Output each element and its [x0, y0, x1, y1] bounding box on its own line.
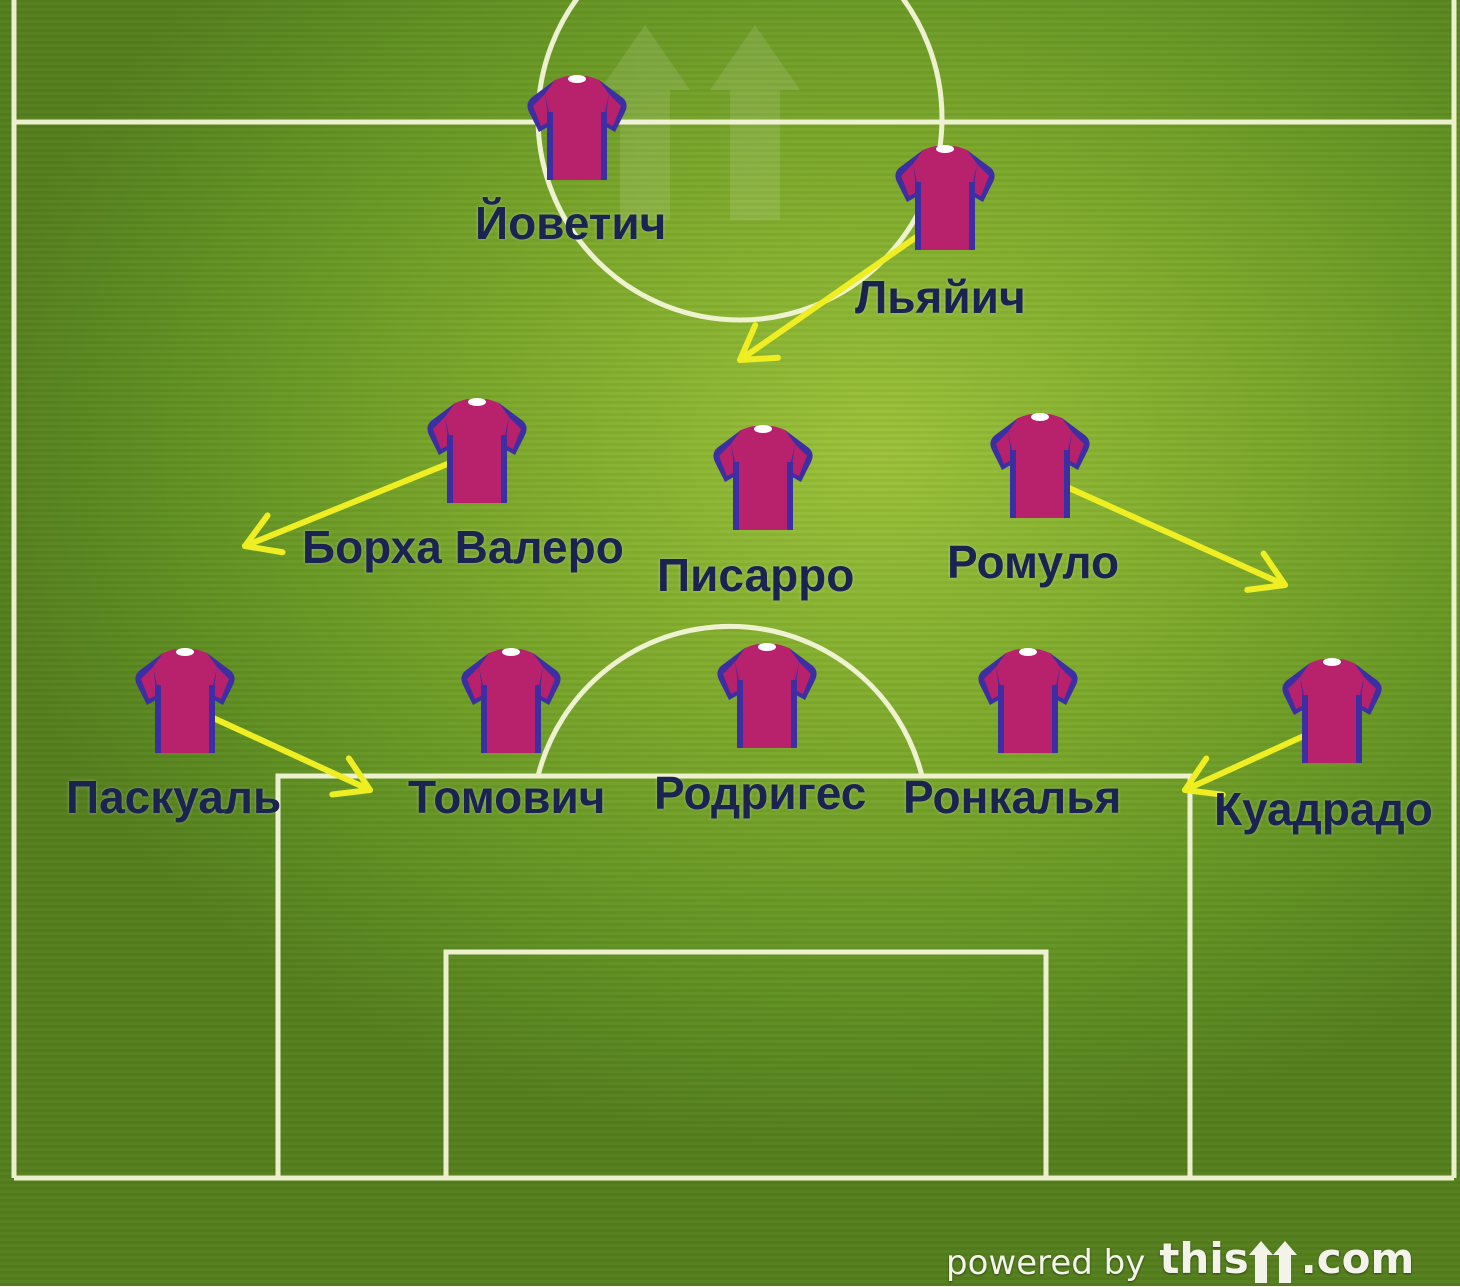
movement-arrow	[1037, 472, 1288, 593]
jersey-icon	[990, 413, 1090, 518]
player-name: Родригес	[654, 767, 867, 819]
jersey-icon	[978, 648, 1078, 753]
watermark-logo	[600, 25, 800, 220]
jersey-icon	[1282, 658, 1382, 763]
player-name: Йоветич	[475, 197, 667, 249]
player-name: Борха Валеро	[302, 521, 624, 573]
jersey-icon	[713, 425, 813, 530]
powered-by-branding[interactable]: powered by this .com	[946, 1233, 1414, 1283]
player-name: Ронкалья	[903, 771, 1122, 823]
powered-by-label: powered by	[946, 1243, 1146, 1283]
movement-arrow	[182, 702, 373, 798]
player-name: Паскуаль	[66, 771, 282, 823]
movement-arrow	[242, 447, 485, 556]
jersey-icon	[461, 648, 561, 753]
penalty-area	[275, 773, 1193, 1178]
penalty-arc	[535, 623, 925, 777]
this11-logo-icon	[1248, 1239, 1301, 1283]
player-name: Куадрадо	[1214, 783, 1433, 835]
brand-left: this	[1159, 1234, 1249, 1283]
player-name: Писарро	[657, 549, 855, 601]
goal-area	[443, 949, 1049, 1178]
jersey-icon	[895, 145, 995, 250]
jersey-icon	[135, 648, 235, 753]
jersey-icon	[717, 643, 817, 748]
player-name: Льяйич	[855, 271, 1026, 323]
jersey-icon	[427, 398, 527, 503]
brand-right: .com	[1300, 1234, 1415, 1283]
jersey-icon	[527, 75, 627, 180]
player-name: Ромуло	[947, 536, 1120, 588]
player-name: Томович	[408, 771, 606, 823]
